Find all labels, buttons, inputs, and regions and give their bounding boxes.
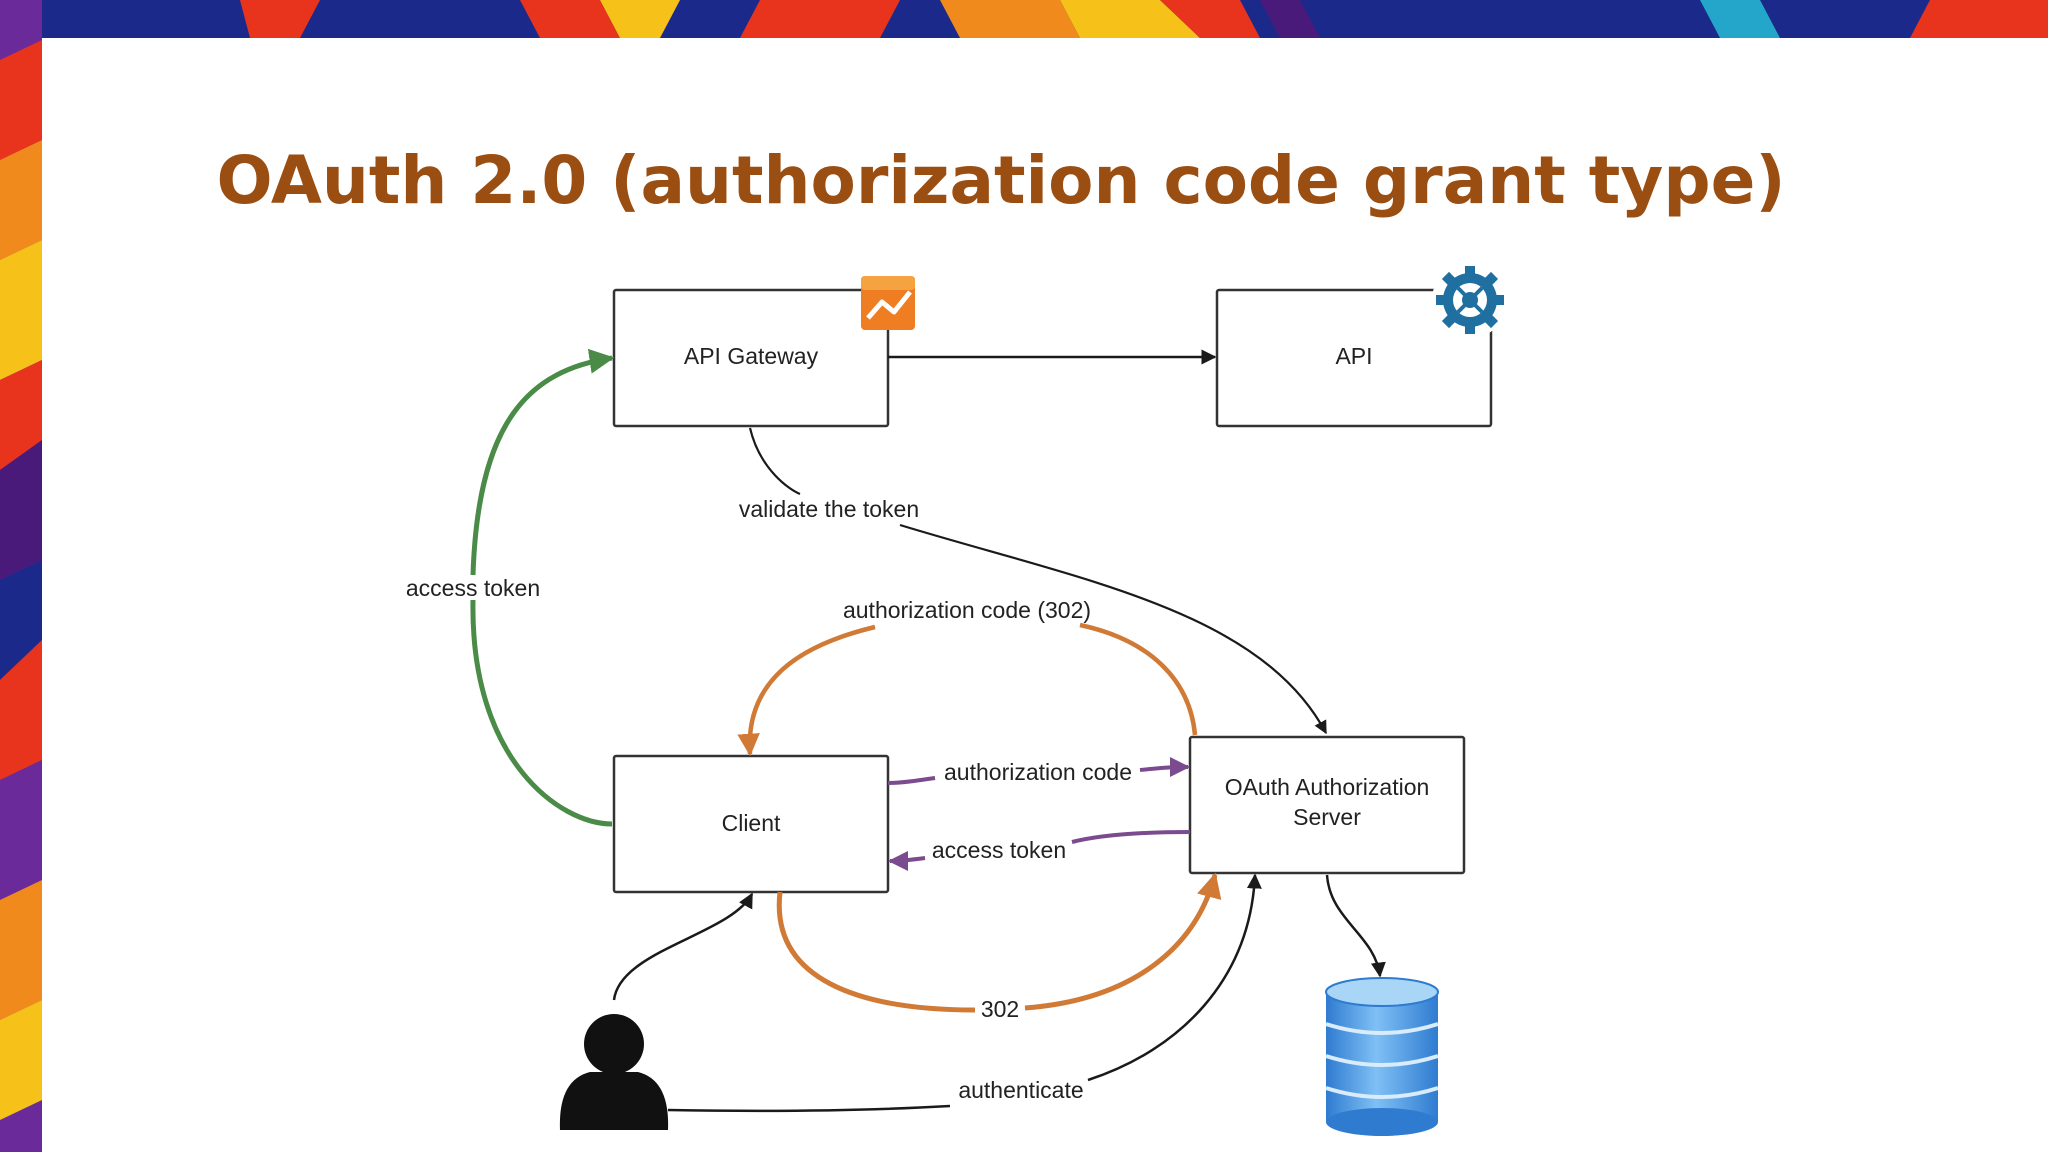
analytics-chart-icon [861, 276, 915, 330]
edge-access-token-green: access token [406, 348, 615, 827]
edge-server-to-db [1325, 874, 1386, 978]
edge-redirect-302: 302 [776, 872, 1222, 1022]
access-token-purple-label: access token [932, 837, 1066, 863]
gear-icon [1432, 262, 1508, 338]
edge-user-to-client [612, 892, 754, 1001]
validate-token-label: validate the token [739, 496, 919, 522]
auth-code-label: authorization code [944, 759, 1132, 785]
edge-auth-code: authorization code [887, 757, 1190, 785]
edge-validate-token: validate the token [739, 427, 1327, 735]
edge-access-token-purple: access token [888, 830, 1191, 871]
client-label: Client [722, 810, 781, 836]
user-silhouette-icon [559, 1014, 669, 1130]
api-gateway-label: API Gateway [684, 343, 819, 369]
oauth-server-node: OAuth Authorization Server [1188, 735, 1466, 875]
edge-auth-code-302: authorization code (302) [737, 597, 1198, 757]
slide-title: OAuth 2.0 (authorization code grant type… [216, 142, 1786, 219]
api-label: API [1335, 343, 1372, 369]
authenticate-label: authenticate [958, 1077, 1083, 1103]
oauth-server-label-line2: Server [1293, 804, 1361, 830]
auth-code-302-label: authorization code (302) [843, 597, 1091, 623]
oauth-server-label-line1: OAuth Authorization [1225, 774, 1430, 800]
api-node: API [1215, 288, 1493, 428]
api-gateway-node: API Gateway [612, 288, 890, 428]
redirect-302-label: 302 [981, 996, 1019, 1022]
database-icon [1325, 977, 1439, 1136]
edge-authenticate: authenticate [667, 873, 1262, 1113]
client-node: Client [612, 754, 890, 894]
access-token-green-label: access token [406, 575, 540, 601]
